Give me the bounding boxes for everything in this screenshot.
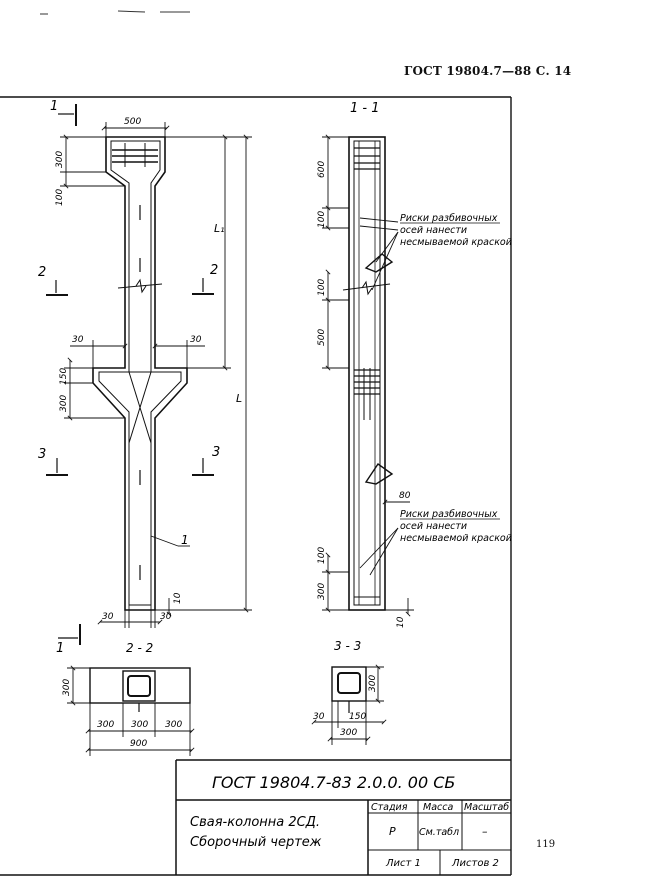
dim-bracket-top: 150 xyxy=(59,368,69,385)
dim-1-1-600: 600 xyxy=(317,161,327,178)
dim-2-2-w2: 300 xyxy=(131,720,148,730)
title-block-name-line-2: Сборочный чертеж xyxy=(190,835,322,850)
dim-taper-height: 100 xyxy=(55,189,65,206)
dim-head-height: 300 xyxy=(55,151,65,168)
section-3-3-title: 3 - 3 xyxy=(334,639,361,653)
title-block-code: ГОСТ 19804.7-83 2.0.0. 00 СБ xyxy=(212,773,455,792)
dim-1-1-10: 10 xyxy=(396,616,406,628)
title-block-name-line-1: Свая-колонна 2СД. xyxy=(190,815,320,830)
title-block xyxy=(175,759,511,875)
section-3-3-view xyxy=(331,666,367,713)
dim-2-2-w3: 300 xyxy=(165,720,182,730)
dim-1-1-80: 80 xyxy=(399,491,411,501)
page-number: 119 xyxy=(536,839,556,850)
note-top-line-1: Риски разбивочных xyxy=(400,213,498,224)
main-dimension-lines xyxy=(60,122,252,628)
drawing-frame xyxy=(0,96,512,876)
dim-bracket-height: 300 xyxy=(59,395,69,412)
dim-1-1-100a: 100 xyxy=(317,211,327,228)
dim-foot-bottom: 10 xyxy=(173,592,183,604)
section-3-3-dimensions xyxy=(311,664,387,745)
title-block-sheet: Лист 1 xyxy=(385,858,421,869)
title-block-mass-header: Масса xyxy=(423,802,453,813)
note-top-line-3: несмываемой краской xyxy=(400,237,512,248)
dim-offset-right: 30 xyxy=(190,335,202,345)
section-2-2-view xyxy=(89,667,191,712)
dim-3-3-height: 300 xyxy=(368,675,378,692)
title-block-scale-value: – xyxy=(482,825,488,838)
callout-leader-1 xyxy=(150,535,190,547)
dim-3-3-left: 30 xyxy=(313,712,325,722)
dim-3-3-mid: 150 xyxy=(349,712,366,722)
section-2-2-title: 2 - 2 xyxy=(126,641,153,655)
note-marking-top: Риски разбивочных осей нанести несмываем… xyxy=(400,213,512,248)
note-marking-bottom: Риски разбивочных осей нанести несмываем… xyxy=(400,509,512,544)
dim-length-l: L xyxy=(236,392,242,405)
title-block-stage-value: Р xyxy=(389,825,396,838)
dim-offset-left: 30 xyxy=(72,335,84,345)
section-mark-3-right: 3 xyxy=(212,445,220,460)
title-block-mass-value: См.табл xyxy=(419,827,459,838)
callout-1: 1 xyxy=(181,533,189,547)
dim-head-width: 500 xyxy=(124,117,141,127)
dim-3-3-width: 300 xyxy=(340,728,357,738)
note-bottom-line-3: несмываемой краской xyxy=(400,533,512,544)
section-mark-2-right: 2 xyxy=(210,263,218,278)
section-1-1-title: 1 - 1 xyxy=(350,101,380,116)
pile-column-main-view xyxy=(92,136,188,611)
title-block-sheets-total: Листов 2 xyxy=(451,858,499,869)
note-bottom-line-2: осей нанести xyxy=(400,521,467,532)
title-block-scale-header: Масштаб xyxy=(464,802,509,813)
dim-2-2-height: 300 xyxy=(62,679,72,696)
document-reference: ГОСТ 19804.7—88 С. 14 xyxy=(404,64,572,78)
title-block-stage-header: Стадия xyxy=(371,802,408,813)
dim-1-1-100b: 100 xyxy=(317,279,327,296)
section-marks-main xyxy=(46,104,214,645)
section-mark-1-bottom: 1 xyxy=(56,641,64,656)
note-bottom-line-1: Риски разбивочных xyxy=(400,509,498,520)
section-1-1-dimensions xyxy=(322,134,414,617)
section-1-1-view xyxy=(342,136,394,611)
section-mark-2-left: 2 xyxy=(38,265,46,280)
note-top-line-2: осей нанести xyxy=(400,225,467,236)
section-2-2-dimensions xyxy=(67,665,195,756)
dim-foot-right: 30 xyxy=(160,612,172,622)
dim-2-2-w1: 300 xyxy=(97,720,114,730)
section-mark-3-left: 3 xyxy=(38,447,46,462)
dim-1-1-100c: 100 xyxy=(317,547,327,564)
dim-length-l1: L₁ xyxy=(214,222,225,235)
dim-2-2-total: 900 xyxy=(130,739,147,749)
section-mark-1-top: 1 xyxy=(50,99,58,114)
dim-foot-left: 30 xyxy=(102,612,114,622)
dim-1-1-500: 500 xyxy=(317,329,327,346)
scan-marks xyxy=(40,10,190,15)
dim-1-1-300: 300 xyxy=(317,583,327,600)
